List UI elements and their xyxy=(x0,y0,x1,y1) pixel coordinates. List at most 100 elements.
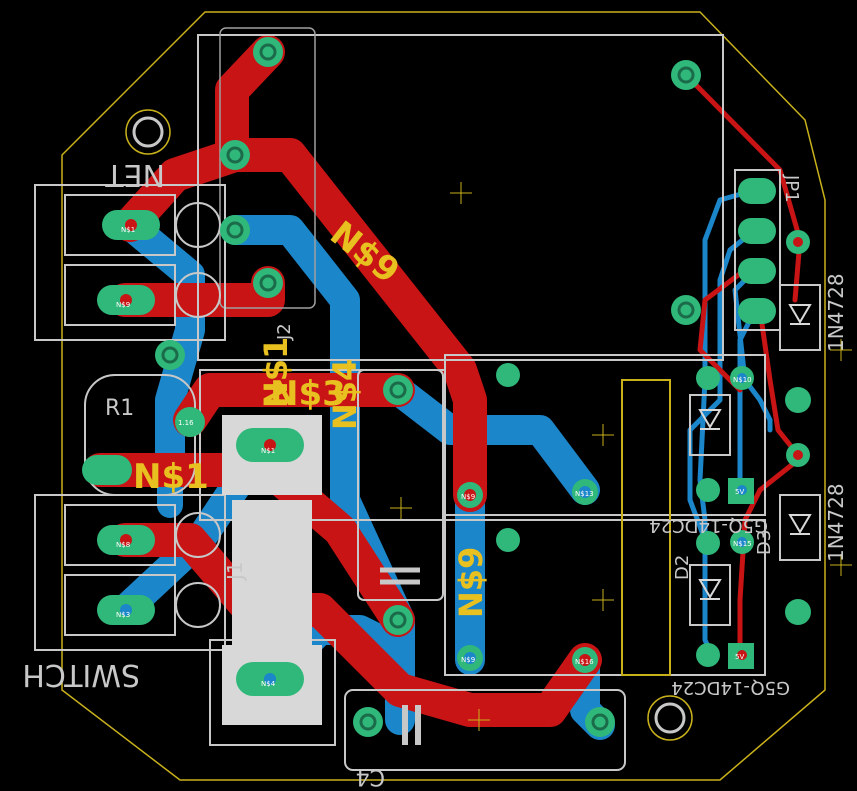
label-g5q-2: G5Q-14DC24 xyxy=(671,677,790,698)
relay-k1-outline xyxy=(197,34,724,361)
pad-text: N$1 N$9 1.16 N$1 N$8 N$9 N$13 N$3 N$9 N$… xyxy=(116,226,752,688)
bottom-trace-left-riser xyxy=(115,210,205,485)
diode-symbols xyxy=(698,304,812,600)
screw-net-2 xyxy=(175,272,221,318)
mount-hole-3-inner xyxy=(654,702,686,734)
pad-k1-2 xyxy=(220,140,250,170)
label-r1: R1 xyxy=(105,396,134,421)
pads-layer xyxy=(82,37,811,737)
top-trace-thin-4 xyxy=(697,267,748,393)
header-jp1-outline xyxy=(734,169,781,331)
capacitor-mid-outline xyxy=(357,369,444,601)
padlabel-n1-relay: N$1 xyxy=(261,447,275,455)
pad-jp1-3 xyxy=(738,258,776,284)
bottom-trace-thin-4 xyxy=(737,307,758,493)
pad-d2-b xyxy=(696,478,720,502)
pad-c4-1 xyxy=(353,707,383,737)
pad-k1-5 xyxy=(671,60,701,90)
mount-hole-1-inner xyxy=(132,116,164,148)
pad-drill-markers-blue xyxy=(120,373,747,685)
padlabel-n9b: N$9 xyxy=(461,656,475,664)
pad-k1-6 xyxy=(671,295,701,325)
bottom-trace-thin-3 xyxy=(732,267,773,433)
pad-jp1-2 xyxy=(738,218,776,244)
pad-diode-a xyxy=(785,387,811,413)
diode-1-outline xyxy=(779,284,821,351)
diode-d3-symbol xyxy=(698,579,722,600)
screw-switch-1 xyxy=(175,512,221,558)
label-net: NET xyxy=(105,157,165,192)
oblong-pads xyxy=(82,178,776,696)
silkscreen-text: NET SWITCH R1 1N4728 1N4728 G5Q-14DC24 G… xyxy=(22,157,848,789)
top-trace-n9 xyxy=(215,35,487,512)
relay-k1-inner xyxy=(219,27,316,309)
top-copper-layer xyxy=(83,35,803,727)
pad-rings xyxy=(161,43,695,731)
diode-1-symbol xyxy=(788,304,812,325)
padlabel-n8: N$8 xyxy=(116,541,130,549)
net-label-n9-vertical: N$9 xyxy=(452,547,490,618)
diode-d2-symbol xyxy=(698,409,722,430)
round-pads xyxy=(155,37,811,737)
top-trace-net1 xyxy=(113,138,252,242)
pad-k1-4 xyxy=(253,268,283,298)
padlabel-n4: N$4 xyxy=(261,680,276,688)
label-j1: J1 xyxy=(223,561,247,582)
pad-n1-left xyxy=(82,455,132,485)
pad-lower-1 xyxy=(383,605,413,635)
pad-drill-markers xyxy=(120,219,803,666)
pad-jp1-1 xyxy=(738,178,776,204)
pad-c4-2 xyxy=(585,707,615,737)
diode-2-outline xyxy=(779,494,821,561)
pad-k1-3 xyxy=(220,215,250,245)
pad-relay1-1 xyxy=(496,363,520,387)
pad-d2-a xyxy=(696,366,720,390)
label-d2: D2 xyxy=(672,555,693,580)
label-d3: D3 xyxy=(754,530,775,555)
mount-hole-1 xyxy=(125,109,171,155)
padlabel-net1: N$1 xyxy=(121,226,135,234)
padlabel-n3: N$3 xyxy=(116,611,130,619)
label-1n4728-a: 1N4728 xyxy=(824,273,848,352)
pad-jp1-4 xyxy=(738,298,776,324)
regulator-body xyxy=(232,500,312,650)
capacitor-c4-outline xyxy=(344,689,626,771)
padlabel-n15: N$15 xyxy=(733,540,752,548)
padlabel-n13a: N$13 xyxy=(575,490,594,498)
pad-k1-1 xyxy=(253,37,283,67)
pad-d3-b xyxy=(696,643,720,667)
padlabel-n16: N$16 xyxy=(575,658,594,666)
board-outline xyxy=(61,11,826,781)
label-g5q-1: G5Q-14DC24 xyxy=(649,515,768,536)
top-trace-switch xyxy=(108,523,602,727)
padlabel-5v-upper: 5V xyxy=(735,488,744,496)
label-1n4728-b: 1N4728 xyxy=(824,483,848,562)
pad-upper-1 xyxy=(383,375,413,405)
screw-net-1 xyxy=(175,202,221,248)
padlabel-net2: N$9 xyxy=(116,301,130,309)
diode-d3-outline xyxy=(689,564,731,626)
mount-hole-3 xyxy=(647,695,693,741)
pad-diode-b xyxy=(785,599,811,625)
padlabel-116: 1.16 xyxy=(178,419,194,427)
pad-d3-a xyxy=(696,531,720,555)
padlabel-n9a: N$9 xyxy=(461,493,475,501)
pad-r1-1 xyxy=(155,340,185,370)
component-upper-outline xyxy=(199,369,446,521)
origin-crosses xyxy=(390,182,852,731)
net-label-n3: N$3 xyxy=(270,374,346,414)
pad-relay2-1 xyxy=(496,528,520,552)
diode-d2-outline xyxy=(689,394,731,456)
screw-switch-2 xyxy=(175,582,221,628)
top-trace-thin-2 xyxy=(757,307,801,458)
top-trace-thin-1 xyxy=(683,72,803,303)
net-label-n1-left: N$1 xyxy=(133,457,209,497)
relay-g5q-2-outline xyxy=(444,519,766,676)
label-switch: SWITCH xyxy=(22,657,140,692)
pad-r1-2 xyxy=(175,407,205,437)
net-label-n1-vertical: N$1 xyxy=(257,337,295,408)
label-jp1: JP1 xyxy=(781,174,802,203)
label-c4: C4 xyxy=(356,764,385,789)
net-label-n4: N$4 xyxy=(326,359,364,430)
